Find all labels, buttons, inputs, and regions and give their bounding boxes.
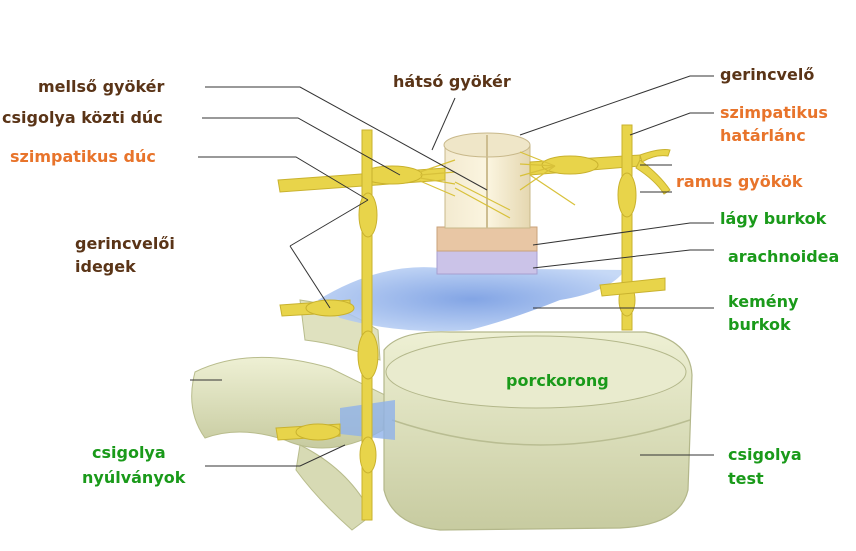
label-anterior-root: mellső gyökér: [38, 75, 164, 99]
label-intervertebral-ganglion: csigolya közti dúc: [2, 106, 163, 130]
label-spinal-cord: gerincvelő: [720, 63, 814, 87]
label-sympathetic-trunk-1: szimpatikus: [720, 101, 828, 125]
label-spinal-nerves-1: gerincvelői: [75, 232, 175, 256]
label-sympathetic-ganglion: szimpatikus dúc: [10, 145, 156, 169]
label-disc: porckorong: [506, 369, 609, 393]
label-posterior-root: hátsó gyökér: [393, 70, 511, 94]
label-dura-1: kemény: [728, 290, 798, 314]
label-body-1: csigolya: [728, 443, 802, 467]
label-sympathetic-trunk-2: határlánc: [720, 124, 806, 148]
label-rami: ramus gyökök: [676, 170, 803, 194]
label-dura-2: burkok: [728, 313, 791, 337]
pia-layer: [437, 227, 537, 251]
arachnoid-layer: [437, 250, 537, 274]
label-arachnoid: arachnoidea: [728, 245, 839, 269]
label-pia: lágy burkok: [720, 207, 826, 231]
label-body-2: test: [728, 467, 764, 491]
label-vertebral-processes-2: nyúlványok: [82, 466, 185, 490]
label-spinal-nerves-2: idegek: [75, 255, 136, 279]
label-vertebral-processes-1: csigolya: [92, 441, 166, 465]
